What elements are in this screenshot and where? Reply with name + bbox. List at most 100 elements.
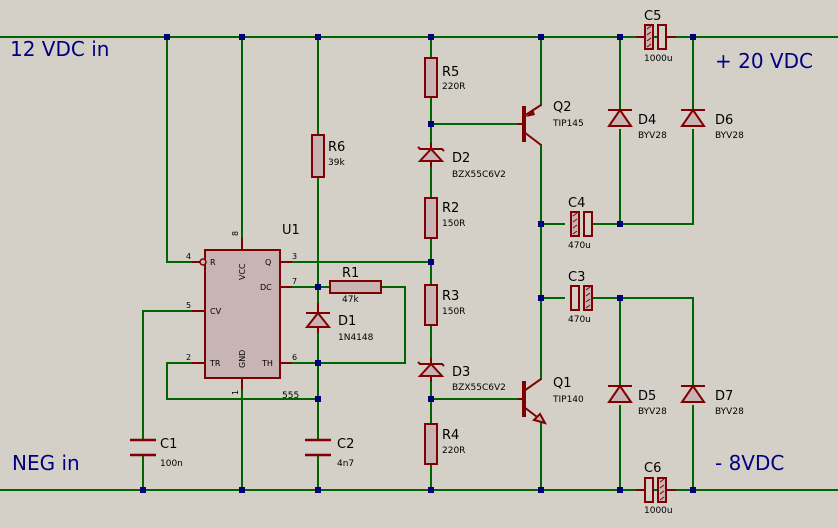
r2-value: 150R — [442, 219, 465, 229]
wire-r1-right — [279, 286, 406, 364]
junction-dot — [538, 221, 544, 227]
c2-ref: C2 — [337, 437, 354, 452]
u1-pin-label-cv: CV — [210, 307, 222, 316]
junction-dot — [617, 295, 623, 301]
capacitor-c3 — [570, 285, 593, 311]
c4-ref: C4 — [568, 196, 585, 211]
q1-ref: Q1 — [553, 376, 572, 391]
d7-value: BYV28 — [715, 407, 744, 417]
diode-d3 — [417, 358, 445, 382]
wires — [0, 36, 838, 491]
u1-pin-label-q: Q — [265, 258, 271, 267]
capacitor-c6 — [636, 477, 676, 503]
ic-u1: U1 555 R Q DC CV TR TH VCC GND 4 8 3 7 5… — [186, 223, 300, 401]
resistor-r6 — [311, 134, 325, 178]
u1-ref: U1 — [282, 223, 300, 238]
r1-value: 47k — [342, 295, 359, 305]
r6-ref: R6 — [328, 140, 345, 155]
d3-value: BZX55C6V2 — [452, 383, 506, 393]
u1-pin-number-r: 4 — [186, 252, 191, 261]
r5-value: 220R — [442, 82, 465, 92]
capacitors-electrolytic — [570, 24, 676, 503]
r2-ref: R2 — [442, 201, 459, 216]
net-label-vin: 12 VDC in — [10, 37, 109, 61]
junction-dot — [428, 259, 434, 265]
capacitors-nonpolar — [130, 438, 331, 457]
junction-dot — [428, 487, 434, 493]
u1-pin-label-gnd: GND — [238, 350, 247, 368]
junction-dot — [538, 34, 544, 40]
junction-dot — [315, 360, 321, 366]
resistor-r1 — [329, 280, 382, 294]
junction-dot — [690, 487, 696, 493]
junction-dot — [315, 396, 321, 402]
u1-pin-label-r: R — [210, 258, 216, 267]
d7-ref: D7 — [715, 389, 733, 404]
u1-pin-number-gnd: 1 — [231, 390, 240, 395]
junction-dot — [617, 34, 623, 40]
c2-value: 4n7 — [337, 459, 354, 469]
junction-dot — [315, 34, 321, 40]
junction-dot — [164, 34, 170, 40]
u1-pin-number-tr: 2 — [186, 353, 191, 362]
junction-dot — [315, 487, 321, 493]
transistor-q1 — [518, 378, 548, 425]
net-label-out-pos: + 20 VDC — [715, 49, 813, 73]
d4-value: BYV28 — [638, 131, 667, 141]
net-label-out-neg: - 8VDC — [715, 451, 784, 475]
resistors — [311, 57, 438, 465]
capacitor-c2 — [305, 438, 331, 457]
q1-value: TIP140 — [552, 395, 584, 405]
c6-ref: C6 — [644, 461, 661, 476]
u1-pin-number-cv: 5 — [186, 301, 191, 310]
c6-value: 1000u — [644, 506, 673, 516]
diode-d2 — [417, 143, 445, 167]
junction-dot — [538, 295, 544, 301]
junction-dot — [239, 34, 245, 40]
capacitor-c1 — [130, 438, 156, 457]
d6-value: BYV28 — [715, 131, 744, 141]
u1-pin-number-q: 3 — [292, 252, 297, 261]
d6-ref: D6 — [715, 113, 733, 128]
junctions — [140, 34, 696, 493]
diode-d6 — [680, 108, 706, 127]
diode-d1 — [304, 303, 332, 333]
c4-value: 470u — [568, 241, 591, 251]
r5-ref: R5 — [442, 65, 459, 80]
c5-value: 1000u — [644, 54, 673, 64]
u1-pin-label-dc: DC — [260, 283, 272, 292]
c5-ref: C5 — [644, 9, 661, 24]
net-label-neg-in: NEG in — [12, 451, 80, 475]
u1-value: 555 — [282, 391, 299, 401]
junction-dot — [538, 487, 544, 493]
c3-ref: C3 — [568, 270, 585, 285]
diode-d7 — [680, 384, 706, 403]
resistor-r2 — [424, 197, 438, 239]
junction-dot — [428, 34, 434, 40]
u1-pin-number-th: 6 — [292, 353, 297, 362]
r6-value: 39k — [328, 158, 345, 168]
resistor-r5 — [424, 57, 438, 98]
u1-pin-number-vcc: 8 — [231, 231, 240, 236]
diode-d5 — [607, 384, 633, 403]
junction-dot — [428, 121, 434, 127]
c1-value: 100n — [160, 459, 183, 469]
junction-dot — [617, 221, 623, 227]
ic-u1-reset-bubble — [199, 258, 207, 266]
d4-ref: D4 — [638, 113, 656, 128]
c3-value: 470u — [568, 315, 591, 325]
d5-ref: D5 — [638, 389, 656, 404]
diodes — [304, 108, 706, 403]
resistor-r3 — [424, 284, 438, 326]
diode-d4 — [607, 108, 633, 127]
junction-dot — [239, 487, 245, 493]
junction-dot — [617, 487, 623, 493]
u1-pin-label-th: TH — [261, 359, 273, 368]
r1-ref: R1 — [342, 266, 359, 281]
junction-dot — [315, 284, 321, 290]
u1-pin-number-dc: 7 — [292, 277, 297, 286]
u1-pin-label-vcc: VCC — [238, 263, 247, 280]
r4-ref: R4 — [442, 428, 459, 443]
junction-dot — [690, 34, 696, 40]
